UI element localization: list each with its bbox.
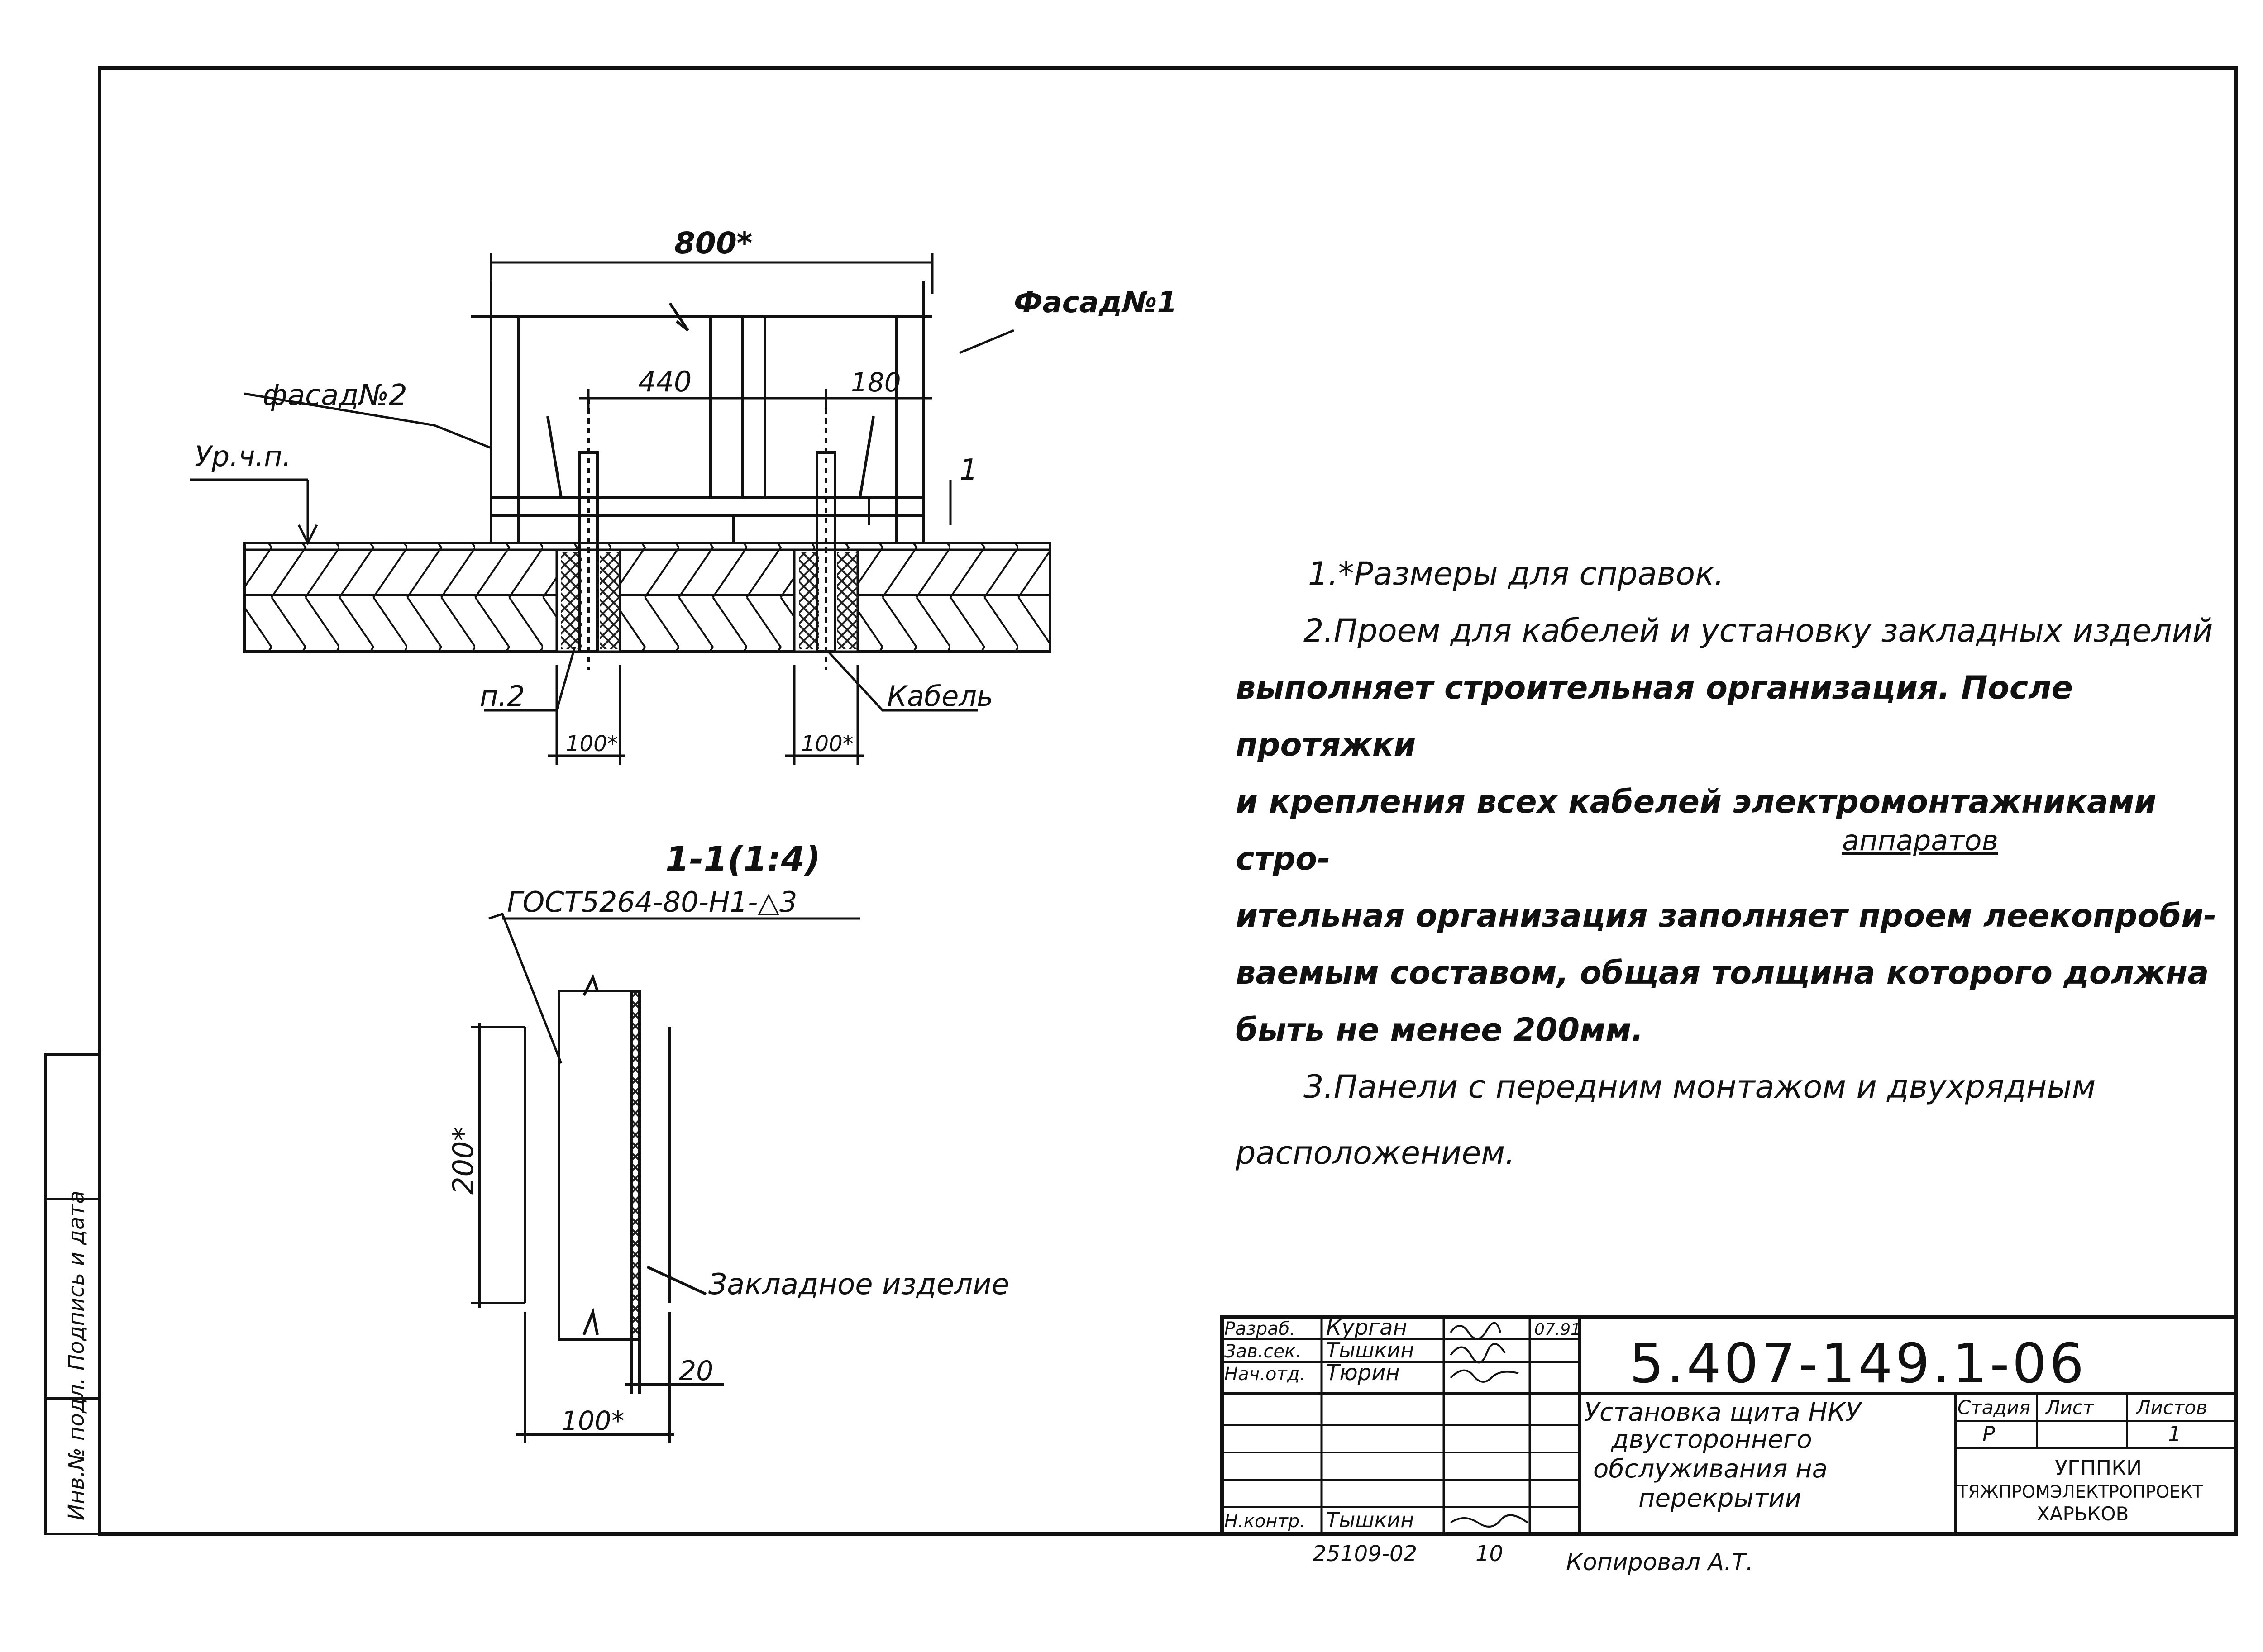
dimension-lines-top xyxy=(190,253,1014,765)
dim-800: 800* xyxy=(674,226,752,261)
approval-date: 07.91 xyxy=(1534,1320,1581,1339)
title-block xyxy=(1220,1315,2238,1536)
note-2e: ваемым составом, общая толщина которого … xyxy=(1236,954,2209,991)
title-line-2: двустороннего xyxy=(1611,1425,1812,1454)
dim-20: 20 xyxy=(679,1355,713,1387)
panel-frame xyxy=(471,281,932,544)
name-developer: Курган xyxy=(1326,1315,1407,1340)
title-line-4: перекрытии xyxy=(1638,1484,1801,1513)
copied-by: Копировал А.Т. xyxy=(1566,1549,1753,1576)
facade-2-label: фасад№2 xyxy=(263,379,407,412)
sheet-border xyxy=(98,66,2238,1536)
sheets-label: Листов xyxy=(2135,1396,2207,1419)
dim-100-right: 100* xyxy=(801,731,854,757)
dim-440: 440 xyxy=(638,365,692,398)
note-2a: 2.Проем для кабелей и установку закладны… xyxy=(1303,612,2213,649)
title-line-1: Установка щита НКУ xyxy=(1584,1398,1862,1427)
role-developer: Разраб. xyxy=(1224,1319,1295,1339)
weld-leader xyxy=(488,912,860,1064)
stage-label: Стадия xyxy=(1957,1396,2030,1419)
dim-100-left: 100* xyxy=(566,731,618,757)
role-sector-head: Зав.сек. xyxy=(1224,1341,1301,1362)
note-2f: быть не менее 200мм. xyxy=(1236,1011,1644,1048)
left-strip: Инв.№ подл. Подпись и дата xyxy=(44,1053,101,1535)
stage-value: Р xyxy=(1982,1422,1995,1446)
note-2c: и крепления всех кабелей электромонтажни… xyxy=(1236,783,2157,877)
sheet-label: Лист xyxy=(2045,1396,2095,1419)
cable-tube-left xyxy=(578,398,599,670)
name-dept-head: Тюрин xyxy=(1326,1360,1400,1385)
note-3a: 3.Панели с передним монтажом и двухрядны… xyxy=(1303,1068,2096,1105)
weld-spec: ГОСТ5264-80-Н1-△3 xyxy=(507,886,797,919)
section-title: 1-1(1:4) xyxy=(665,839,821,879)
floor-section xyxy=(243,542,1051,653)
floor-level-label: Ур.ч.п. xyxy=(195,440,291,473)
left-strip-text: Инв.№ подл. Подпись и дата xyxy=(64,1190,89,1520)
embed-plate xyxy=(630,990,641,1341)
dim-200: 200* xyxy=(447,1127,480,1195)
cable-label: Кабель xyxy=(887,680,993,713)
sheet-number: 10 xyxy=(1475,1541,1503,1566)
dim-100-bottom: 100* xyxy=(561,1405,625,1436)
role-dept-head: Нач.отд. xyxy=(1224,1364,1305,1385)
sheets-value: 1 xyxy=(2168,1422,2181,1446)
org-line-3: ХАРЬКОВ xyxy=(2037,1503,2129,1525)
p2-label: п.2 xyxy=(480,680,525,713)
name-sector-head: Тышкин xyxy=(1326,1338,1414,1362)
role-norm-control: Н.контр. xyxy=(1224,1511,1305,1532)
doc-number: 5.407-149.1-06 xyxy=(1629,1333,2086,1395)
notes-block: 1.*Размеры для справок. 2.Проем для кабе… xyxy=(1236,545,2249,1181)
org-line-1: УГППКИ xyxy=(2055,1456,2142,1480)
note-2b: выполняет строительная организация. Посл… xyxy=(1236,669,2073,763)
note-2d: ительная организация заполняет проем лее… xyxy=(1236,897,2217,934)
dim-180: 180 xyxy=(851,367,901,398)
org-line-2: ТЯЖПРОМЭЛЕКТРОПРОЕКТ xyxy=(1957,1482,2203,1502)
note-1: 1.*Размеры для справок. xyxy=(1308,555,1724,592)
title-line-3: обслуживания на xyxy=(1593,1454,1828,1484)
note-3b: расположением. xyxy=(1236,1134,1515,1171)
embed-part-label: Закладное изделие xyxy=(708,1268,1009,1301)
inventory-number: 25109-02 xyxy=(1313,1541,1417,1566)
section-mark: 1 xyxy=(960,453,978,487)
section-detail xyxy=(471,974,724,1443)
cable-tube-right xyxy=(816,398,836,670)
note-3-insert: аппаратов xyxy=(1842,824,1998,857)
signatures xyxy=(1450,1322,1528,1528)
name-norm-control: Тышкин xyxy=(1326,1508,1414,1532)
facade-1-label: Фасад№1 xyxy=(1014,286,1177,319)
